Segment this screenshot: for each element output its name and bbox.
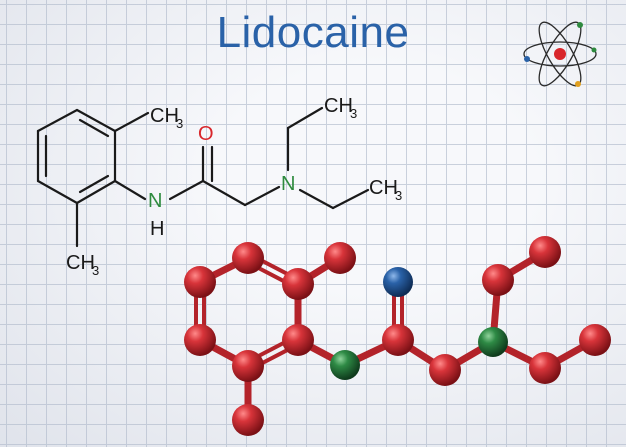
carbon-atom-ball	[529, 236, 561, 268]
carbon-atom-ball	[429, 354, 461, 386]
bond	[201, 179, 247, 207]
double-bond-inner	[78, 174, 110, 194]
carbon-atom-ball	[184, 324, 216, 356]
ch3-label-ethyl-top: CH	[324, 95, 353, 117]
bond	[75, 179, 117, 205]
ch3-label-bottom: CH	[66, 252, 95, 274]
carbon-atom-ball	[382, 324, 414, 356]
carbon-atom-ball	[232, 350, 264, 382]
ch3-subscript-ethyl-right: 3	[395, 188, 402, 203]
ch3-subscript-bottom: 3	[92, 263, 99, 278]
bond	[286, 106, 324, 130]
carbon-atom-ball	[579, 324, 611, 356]
bond	[36, 179, 79, 205]
bond	[113, 111, 150, 133]
ch3-subscript-top: 3	[176, 116, 183, 131]
bond	[331, 188, 370, 210]
bond	[168, 179, 205, 201]
bond	[75, 108, 117, 133]
amide-nitrogen-label: N	[148, 190, 162, 212]
ch3-subscript-ethyl-top: 3	[350, 106, 357, 121]
bond	[243, 185, 281, 207]
carbon-atom-ball	[184, 266, 216, 298]
nitrogen-atom-ball	[478, 327, 508, 357]
ch3-label-top: CH	[150, 105, 179, 127]
oxygen-atom-ball	[383, 267, 413, 297]
bond	[298, 188, 335, 210]
page-title: Lidocaine	[216, 8, 410, 57]
ch3-label-ethyl-right: CH	[369, 177, 398, 199]
amide-hydrogen-label: H	[150, 218, 164, 240]
amine-nitrogen-label: N	[281, 173, 295, 195]
bond	[36, 108, 79, 133]
carbon-atom-ball	[282, 268, 314, 300]
carbon-atom-ball	[232, 242, 264, 274]
carbon-atom-ball	[529, 352, 561, 384]
carbon-atom-ball	[282, 324, 314, 356]
carbon-atom-ball	[324, 242, 356, 274]
carbon-atom-ball	[232, 404, 264, 436]
oxygen-label: O	[198, 123, 214, 145]
carbon-atom-ball	[482, 264, 514, 296]
bond	[113, 179, 147, 201]
nitrogen-atom-ball	[330, 350, 360, 380]
double-bond-inner	[78, 118, 110, 138]
